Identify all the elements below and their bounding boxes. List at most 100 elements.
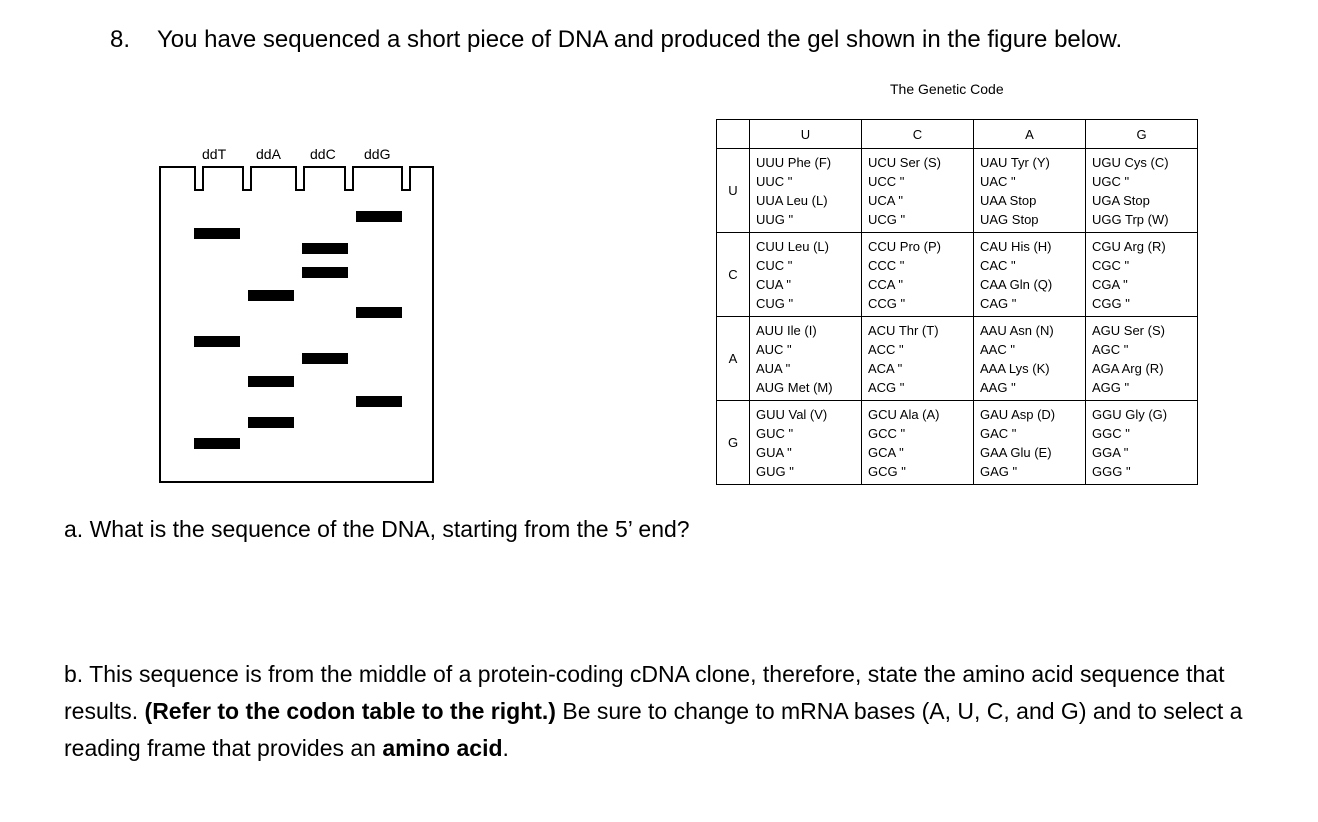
gel-band xyxy=(194,228,240,239)
codon-entry: UCU Ser (S) xyxy=(868,155,941,170)
codon-entry: GUG " xyxy=(756,464,794,479)
row-header-g: G xyxy=(716,400,750,485)
gel-lane-label-ddc: ddC xyxy=(310,146,336,162)
row-header-a: A xyxy=(716,316,750,401)
codon-entry: CUA " xyxy=(756,277,791,292)
codon-cell: CGU Arg (R) CGC " CGA " CGG " xyxy=(1085,232,1198,317)
table-row-u: U UUU Phe (F) UUC " UUA Leu (L) UUG " UC… xyxy=(716,148,1198,233)
codon-cell: CCU Pro (P) CCC " CCA " CCG " xyxy=(861,232,974,317)
codon-entry: ACG " xyxy=(868,380,905,395)
gel-lane-label-ddt: ddT xyxy=(202,146,227,162)
codon-cell: GUU Val (V) GUC " GUA " GUG " xyxy=(749,400,862,485)
codon-entry: UAA Stop xyxy=(980,193,1037,208)
codon-entry: UCA " xyxy=(868,193,903,208)
codon-entry: GGG " xyxy=(1092,464,1131,479)
table-header-row: U C A G xyxy=(716,119,1198,149)
part-b-emphasis: (Refer to the codon table to the right.) xyxy=(144,698,556,724)
codon-entry: ACA " xyxy=(868,361,903,376)
gel-band xyxy=(248,417,294,428)
codon-cell: UUU Phe (F) UUC " UUA Leu (L) UUG " xyxy=(749,148,862,233)
codon-entry: UUA Leu (L) xyxy=(756,193,828,208)
codon-cell: CAU His (H) CAC " CAA Gln (Q) CAG " xyxy=(973,232,1086,317)
codon-cell: UAU Tyr (Y) UAC " UAA Stop UAG Stop xyxy=(973,148,1086,233)
codon-entry: GAG " xyxy=(980,464,1018,479)
codon-entry: CGC " xyxy=(1092,258,1130,273)
row-header-c: C xyxy=(716,232,750,317)
codon-entry: GAU Asp (D) xyxy=(980,407,1056,422)
gel-lane-label-dda: ddA xyxy=(256,146,281,162)
codon-entry: AGG " xyxy=(1092,380,1130,395)
codon-cell: UGU Cys (C) UGC " UGA Stop UGG Trp (W) xyxy=(1085,148,1198,233)
codon-entry: UGG Trp (W) xyxy=(1092,212,1169,227)
codon-entry: AUU Ile (I) xyxy=(756,323,817,338)
gel-band xyxy=(194,438,240,449)
codon-entry: UGA Stop xyxy=(1092,193,1150,208)
table-row-a: A AUU Ile (I) AUC " AUA " AUG Met (M) AC… xyxy=(716,316,1198,401)
codon-cell: GCU Ala (A) GCC " GCA " GCG " xyxy=(861,400,974,485)
codon-cell: CUU Leu (L) CUC " CUA " CUG " xyxy=(749,232,862,317)
codon-entry: UAG Stop xyxy=(980,212,1039,227)
gel-band xyxy=(302,267,348,278)
codon-entry: UGU Cys (C) xyxy=(1092,155,1169,170)
codon-entry: UCG " xyxy=(868,212,906,227)
codon-cell: ACU Thr (T) ACC " ACA " ACG " xyxy=(861,316,974,401)
codon-entry: AAC " xyxy=(980,342,1015,357)
codon-entry: CCA " xyxy=(868,277,903,292)
codon-entry: GCC " xyxy=(868,426,906,441)
codon-cell: AAU Asn (N) AAC " AAA Lys (K) AAG " xyxy=(973,316,1086,401)
codon-entry: GCU Ala (A) xyxy=(868,407,940,422)
codon-entry: CAU His (H) xyxy=(980,239,1052,254)
codon-cell: AUU Ile (I) AUC " AUA " AUG Met (M) xyxy=(749,316,862,401)
column-header-u: U xyxy=(749,119,862,149)
codon-entry: UGC " xyxy=(1092,174,1130,189)
codon-entry: UUU Phe (F) xyxy=(756,155,832,170)
codon-entry: AAG " xyxy=(980,380,1016,395)
table-row-g: G GUU Val (V) GUC " GUA " GUG " GCU Ala … xyxy=(716,400,1198,485)
codon-cell: UCU Ser (S) UCC " UCA " UCG " xyxy=(861,148,974,233)
part-a-question: a. What is the sequence of the DNA, star… xyxy=(64,516,690,542)
codon-entry: GCG " xyxy=(868,464,906,479)
codon-entry: UUG " xyxy=(756,212,794,227)
codon-entry: CUU Leu (L) xyxy=(756,239,829,254)
codon-entry: GUC " xyxy=(756,426,794,441)
codon-entry: GCA " xyxy=(868,445,904,460)
codon-entry: UUC " xyxy=(756,174,793,189)
codon-entry: CGA " xyxy=(1092,277,1128,292)
gel-band xyxy=(302,353,348,364)
part-b-text: . xyxy=(502,735,509,761)
codon-entry: AUG Met (M) xyxy=(756,380,833,395)
part-b-emphasis: amino acid xyxy=(382,735,503,761)
table-row-c: C CUU Leu (L) CUC " CUA " CUG " CCU Pro … xyxy=(716,232,1198,317)
codon-cell: AGU Ser (S) AGC " AGA Arg (R) AGG " xyxy=(1085,316,1198,401)
gel-band xyxy=(248,290,294,301)
gel-band xyxy=(302,243,348,254)
genetic-code-title: The Genetic Code xyxy=(890,81,1004,97)
codon-entry: AGU Ser (S) xyxy=(1092,323,1165,338)
gel-outline xyxy=(159,166,434,483)
gel-band xyxy=(356,396,402,407)
part-b-question: b. This sequence is from the middle of a… xyxy=(64,656,1294,767)
sequencing-gel xyxy=(159,166,434,483)
codon-entry: AUA " xyxy=(756,361,791,376)
part-b-text: b. This sequence is from the middle of a… xyxy=(64,661,1225,724)
question-text: You have sequenced a short piece of DNA … xyxy=(157,26,1123,53)
codon-entry: CUC " xyxy=(756,258,793,273)
codon-entry: GUA " xyxy=(756,445,792,460)
codon-entry: GUU Val (V) xyxy=(756,407,828,422)
codon-cell: GGU Gly (G) GGC " GGA " GGG " xyxy=(1085,400,1198,485)
codon-entry: GGC " xyxy=(1092,426,1130,441)
gel-band xyxy=(194,336,240,347)
codon-entry: GAA Glu (E) xyxy=(980,445,1052,460)
codon-entry: UAC " xyxy=(980,174,1016,189)
codon-cell: GAU Asp (D) GAC " GAA Glu (E) GAG " xyxy=(973,400,1086,485)
codon-entry: AGC " xyxy=(1092,342,1129,357)
part-b-text: Be sure to change to mRNA bases (A, U, C… xyxy=(64,698,1243,761)
codon-entry: ACC " xyxy=(868,342,904,357)
column-header-g: G xyxy=(1085,119,1198,149)
question-number: 8. xyxy=(110,26,131,53)
codon-entry: GAC " xyxy=(980,426,1017,441)
codon-entry: AAU Asn (N) xyxy=(980,323,1054,338)
codon-entry: CCU Pro (P) xyxy=(868,239,941,254)
codon-entry: CAA Gln (Q) xyxy=(980,277,1053,292)
codon-entry: CGU Arg (R) xyxy=(1092,239,1166,254)
